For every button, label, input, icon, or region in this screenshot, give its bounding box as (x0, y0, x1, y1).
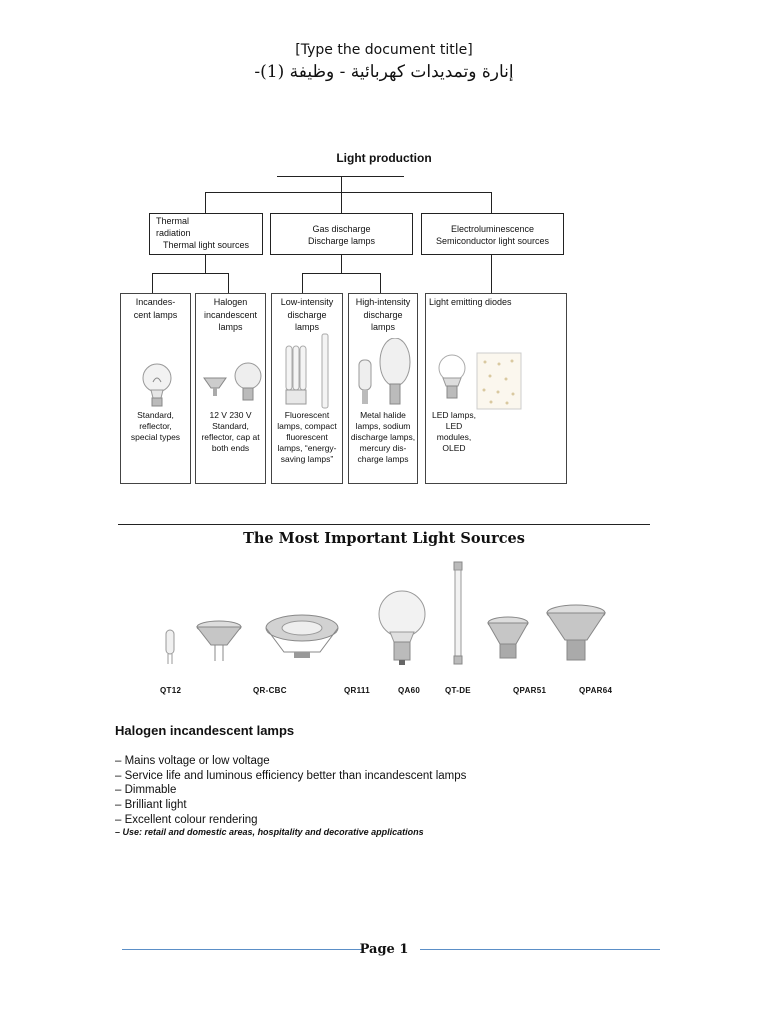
column-description: Metal halide lamps, sodium discharge lam… (350, 410, 416, 464)
connector (341, 192, 342, 213)
column-heading: Low-intensity discharge lamps (280, 297, 334, 332)
connector (205, 192, 206, 213)
diagram-root-title: Light production (336, 151, 432, 165)
footer-rule-right (420, 949, 660, 950)
qt12-capsule-icon (165, 629, 175, 664)
lamp-code: QT-DE (445, 686, 471, 695)
qpar64-reflector-icon (546, 604, 606, 661)
hid-lamps-icon (358, 338, 411, 405)
root-underline (277, 176, 404, 177)
connector (205, 192, 491, 193)
qt-de-linear-icon (453, 561, 463, 665)
halogen-lamps-icon (203, 362, 262, 401)
lamp-column-incandescent: Incandes- cent lamps Standard, reflector… (120, 293, 191, 484)
bullet-item: – Excellent colour rendering (115, 814, 258, 826)
footer-rule-left (122, 949, 362, 950)
arabic-subtitle: إنارة وتمديدات كهربائية - وظيفة (1)- (254, 62, 514, 82)
fluorescent-lamps-icon (285, 333, 329, 409)
category-sub: Semiconductor light sources (435, 236, 550, 246)
column-heading: Light emitting diodes (429, 297, 512, 307)
category-title: Electroluminescence (450, 224, 535, 234)
lamp-code: QR111 (344, 686, 370, 695)
connector (152, 273, 153, 293)
connector (205, 255, 206, 273)
qr-cbc-reflector-icon (195, 620, 243, 661)
lamp-code: QPAR64 (579, 686, 613, 695)
lamp-code: QPAR51 (513, 686, 547, 695)
lamp-code: QR-CBC (253, 686, 287, 695)
connector (491, 255, 492, 293)
category-thermal: Thermal radiation Thermal light sources (149, 213, 263, 255)
page-number: Page 1 (359, 942, 409, 957)
qa60-bulb-icon (378, 590, 426, 665)
use-note: – Use: retail and domestic areas, hospit… (115, 827, 424, 837)
led-module-icon (476, 352, 522, 410)
lamp-column-led: Light emitting diodes LED lamps, LED mod… (425, 293, 567, 484)
bullet-item: – Brilliant light (115, 799, 187, 811)
connector (302, 273, 303, 293)
light-sources-title: The Most Important Light Sources (243, 530, 525, 547)
bullet-item: – Service life and luminous efficiency b… (115, 770, 467, 782)
qr111-reflector-icon (265, 614, 339, 658)
column-description: LED lamps, LED modules, OLED (432, 410, 476, 453)
category-title: Gas discharge (312, 224, 371, 234)
column-heading: Halogen incandescent lamps (203, 297, 258, 332)
category-gas-discharge: Gas discharge Discharge lamps (270, 213, 413, 255)
incandescent-bulb-icon (142, 363, 172, 407)
lamp-column-halogen: Halogen incandescent lamps 12 V 230 V St… (195, 293, 266, 484)
column-heading: High-intensity discharge lamps (355, 297, 411, 332)
connector (152, 273, 229, 274)
category-title: Thermal radiation (156, 216, 191, 238)
bullet-item: – Dimmable (115, 784, 177, 796)
connector (341, 176, 342, 192)
column-description: Fluorescent lamps, compact fluorescent l… (277, 410, 337, 464)
connector (380, 273, 381, 293)
connector (491, 192, 492, 213)
category-sub: Thermal light sources (162, 240, 250, 250)
connector (228, 273, 229, 293)
section-heading: Halogen incandescent lamps (115, 723, 295, 738)
category-sub: Discharge lamps (307, 236, 376, 246)
column-description: Standard, reflector, special types (130, 410, 181, 442)
connector (341, 255, 342, 273)
category-electroluminescence: Electroluminescence Semiconductor light … (421, 213, 564, 255)
qpar51-reflector-icon (487, 616, 529, 659)
bullet-item: – Mains voltage or low voltage (115, 755, 270, 767)
lamp-column-high-intensity: High-intensity discharge lamps Metal hal… (348, 293, 418, 484)
connector (302, 273, 381, 274)
led-bulb-icon (438, 354, 466, 399)
lamp-column-low-intensity: Low-intensity discharge lamps Fluorescen… (271, 293, 343, 484)
column-description: 12 V 230 V Standard, reflector, cap at b… (201, 410, 260, 453)
document-title: [Type the document title] (295, 42, 473, 58)
lamp-code: QA60 (398, 686, 421, 695)
lamp-code: QT12 (160, 686, 182, 695)
section-divider (118, 524, 650, 525)
column-heading: Incandes- cent lamps (133, 297, 178, 320)
